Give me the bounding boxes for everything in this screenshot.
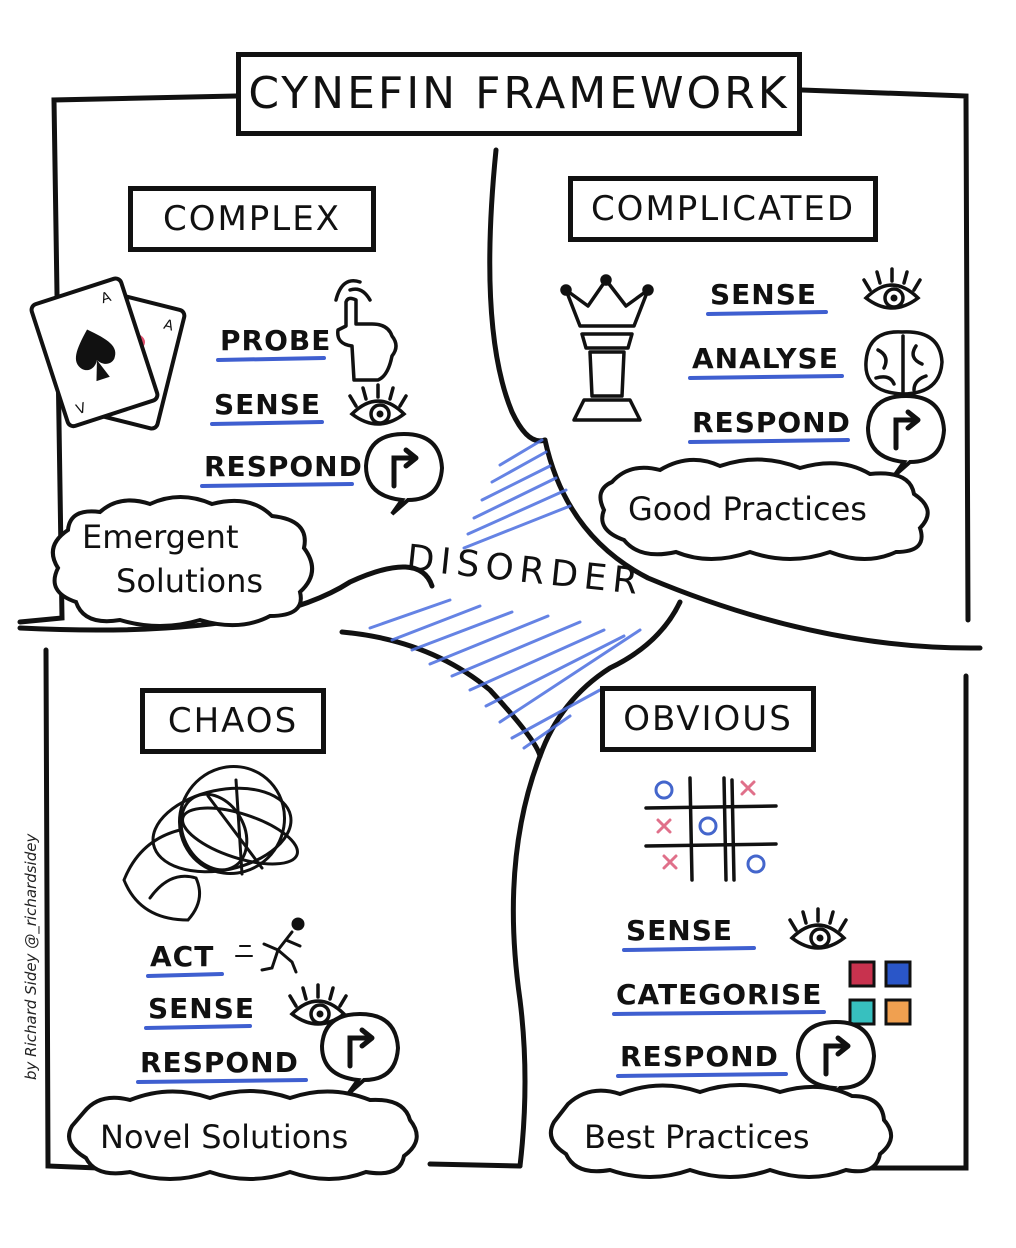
complicated-step-respond: RESPOND: [692, 406, 851, 439]
domain-title-complicated: COMPLICATED: [568, 176, 878, 242]
svg-text:A: A: [162, 317, 176, 335]
eye-icon: [348, 383, 408, 426]
domain-title-obvious: OBVIOUS: [600, 686, 816, 752]
obvious-step-respond: RESPOND: [620, 1040, 779, 1073]
obvious-step-sense: SENSE: [626, 914, 734, 947]
complex-step-probe: PROBE: [220, 324, 332, 357]
obvious-practice: Best Practices: [584, 1118, 810, 1156]
complex-practice-line1: Emergent: [82, 518, 239, 556]
disorder-hatching: [368, 438, 642, 750]
chaos-step-respond: RESPOND: [140, 1046, 299, 1079]
complex-practice-line2: Solutions: [116, 562, 264, 600]
page-title: CYNEFIN FRAMEWORK: [236, 52, 802, 136]
scribble-icon: [122, 764, 299, 922]
brain-icon: [864, 330, 944, 396]
speech-arrow-icon: [868, 396, 944, 476]
domain-title-complex: COMPLEX: [128, 186, 376, 252]
chaos-practice: Novel Solutions: [100, 1118, 349, 1156]
obvious-step-categorise: CATEGORISE: [616, 978, 823, 1011]
domain-dividers: [17, 147, 983, 1169]
complex-step-respond: RESPOND: [204, 450, 363, 483]
eye-icon: [788, 907, 848, 950]
speech-arrow-icon: [366, 434, 442, 514]
step-underlines: [136, 310, 850, 1084]
color-swatches-icon: [848, 960, 912, 1026]
hand-icon: [334, 279, 398, 382]
speech-arrow-icon: [322, 1014, 398, 1094]
practice-clouds: [50, 457, 930, 1181]
complicated-practice: Good Practices: [628, 490, 867, 528]
domain-title-chaos: CHAOS: [140, 688, 326, 754]
spade-card-icon: A A V: [29, 276, 187, 431]
crown-chess-icon: [560, 274, 654, 422]
running-figure-icon: [235, 917, 305, 974]
eye-icon: [862, 267, 922, 310]
chaos-step-sense: SENSE: [148, 992, 256, 1025]
complicated-step-sense: SENSE: [710, 278, 818, 311]
complex-step-sense: SENSE: [214, 388, 322, 421]
tic-tac-toe-icon: [644, 776, 778, 882]
complicated-step-analyse: ANALYSE: [692, 342, 839, 375]
author-credit: by Richard Sidey @_richardsidey: [22, 833, 40, 1080]
chaos-step-act: ACT: [150, 940, 215, 973]
